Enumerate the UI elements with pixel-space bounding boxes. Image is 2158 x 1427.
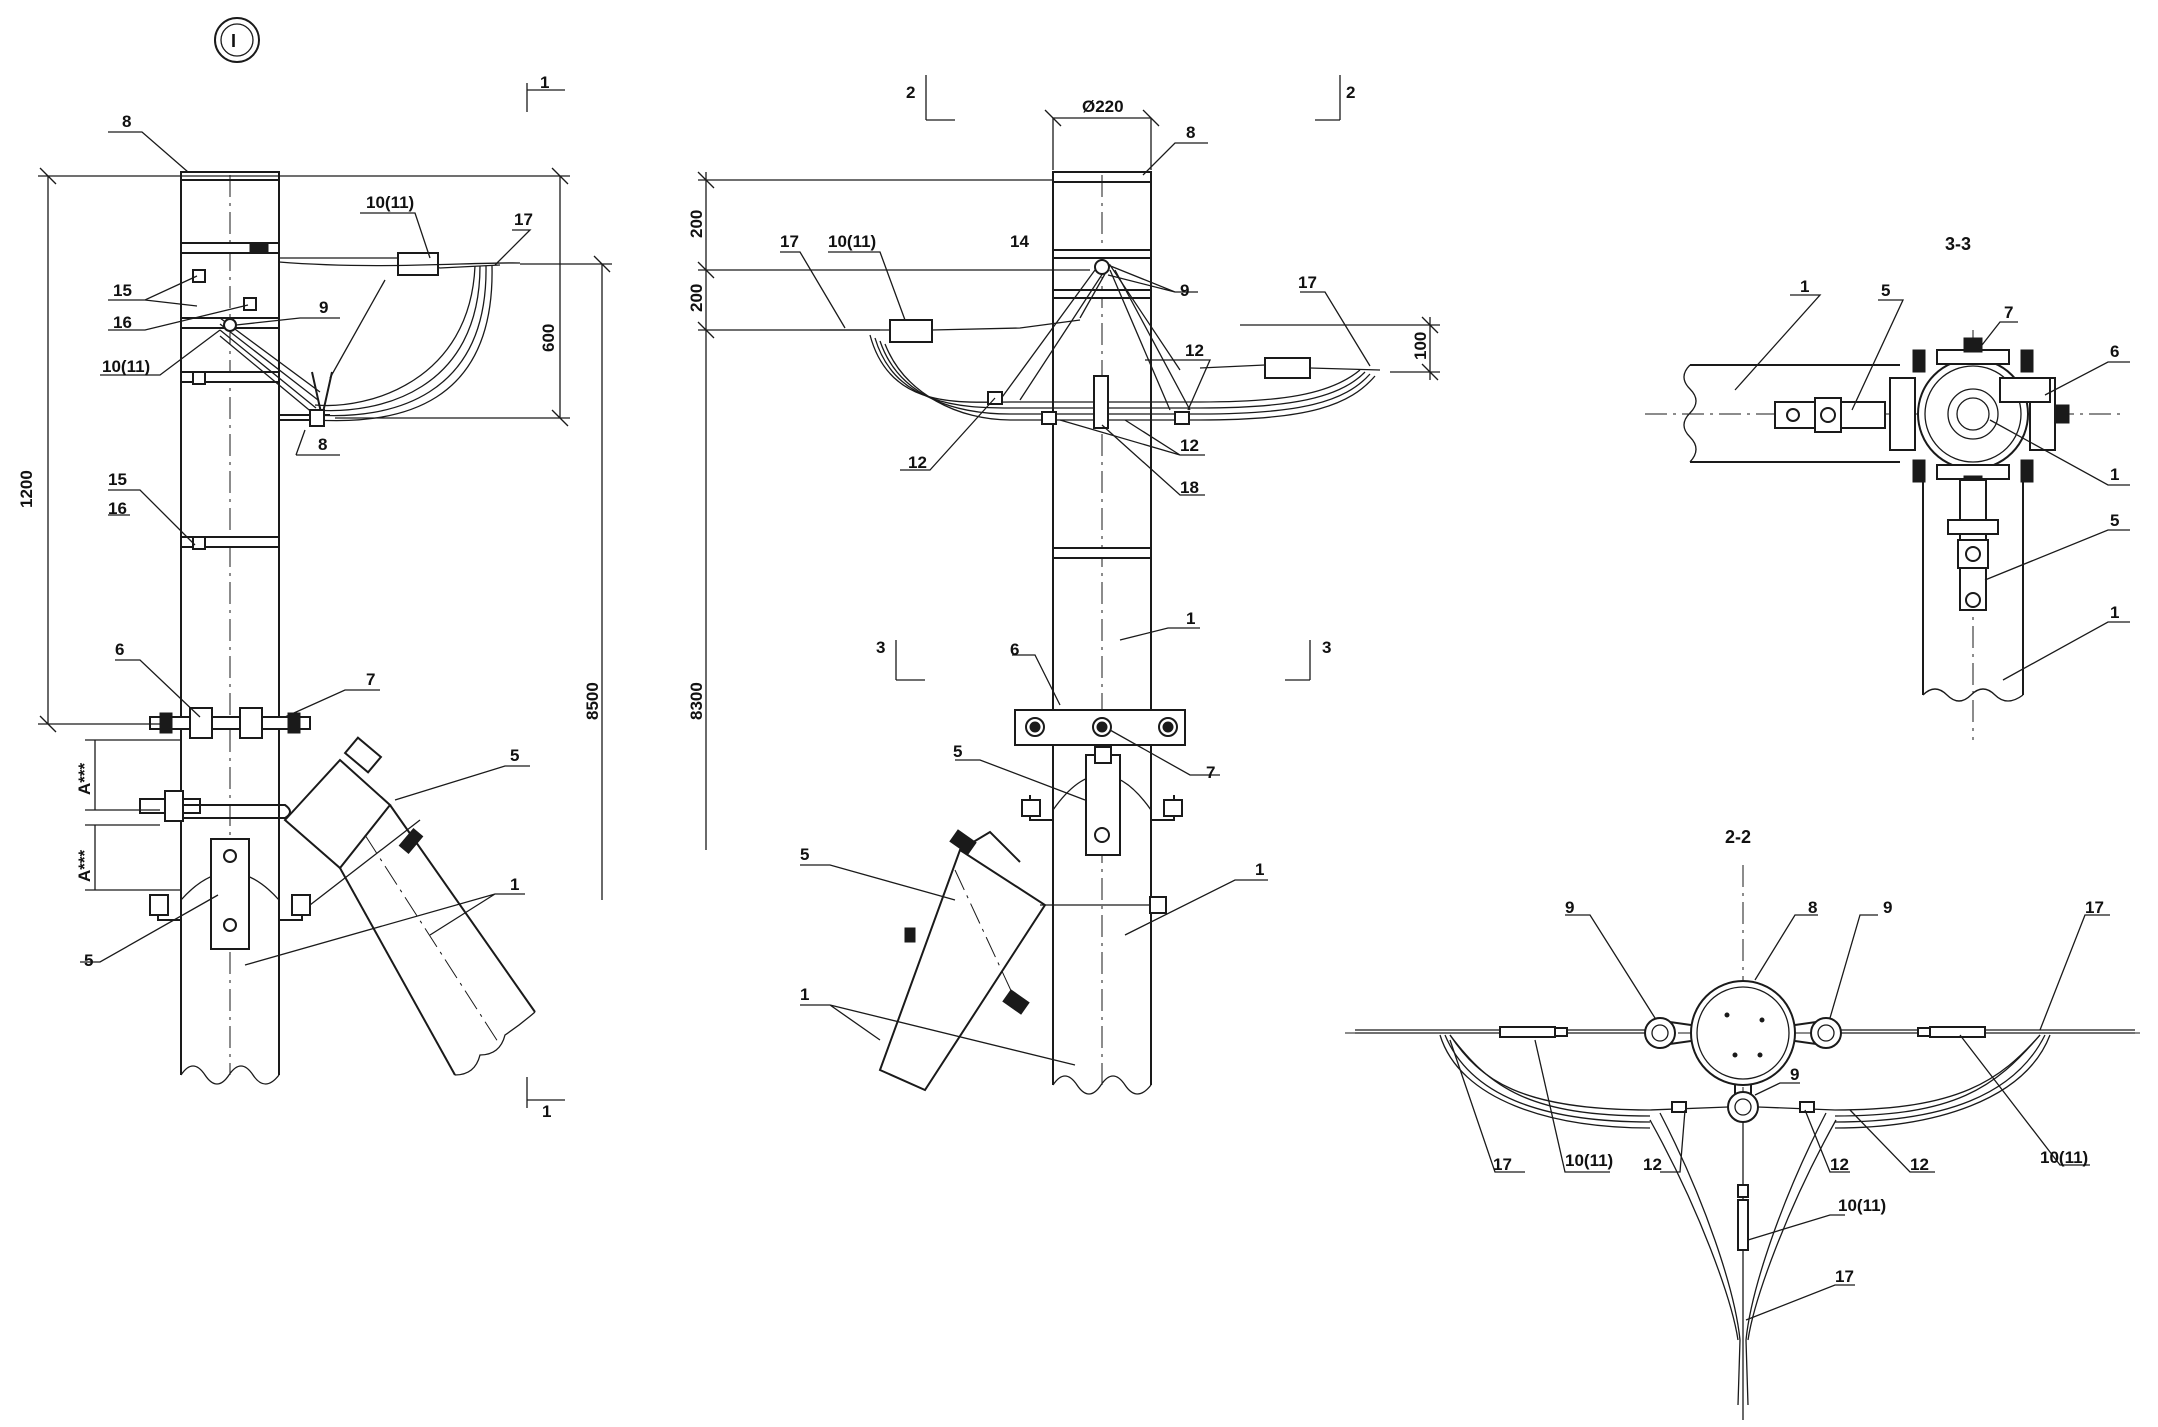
label-6-center: 6 xyxy=(1010,640,1019,659)
label-17-s22-right: 17 xyxy=(2085,898,2104,917)
label-12-s22-b: 12 xyxy=(1830,1155,1849,1174)
label-8-s22: 8 xyxy=(1808,898,1817,917)
label-7-s33: 7 xyxy=(2004,303,2013,322)
cut-mark-2-left: 2 xyxy=(906,83,915,102)
view-marker-label: I xyxy=(231,31,236,51)
section-2-2: 2-2 xyxy=(1345,827,2140,1420)
label-9-a: 9 xyxy=(319,298,328,317)
label-17-s22-left: 17 xyxy=(1493,1155,1512,1174)
label-12-c: 12 xyxy=(1180,436,1199,455)
label-6-s33: 6 xyxy=(2110,342,2119,361)
cut-mark-2-right: 2 xyxy=(1346,83,1355,102)
dim-dia-220: Ø220 xyxy=(1082,97,1124,116)
section-title-2-2: 2-2 xyxy=(1725,827,1751,847)
label-16-b: 16 xyxy=(108,499,127,518)
label-9-s22-bottom: 9 xyxy=(1790,1065,1799,1084)
cut-mark-3-left: 3 xyxy=(876,638,885,657)
label-1-s33-b: 1 xyxy=(2110,465,2119,484)
label-9-center: 9 xyxy=(1180,281,1189,300)
label-10-11-s22-right: 10(11) xyxy=(2040,1148,2088,1167)
label-8-center: 8 xyxy=(1186,123,1195,142)
label-14: 14 xyxy=(1010,232,1029,251)
label-10-11-a: 10(11) xyxy=(366,193,414,212)
label-15-a: 15 xyxy=(113,281,132,300)
label-5-s33-b: 5 xyxy=(2110,511,2119,530)
label-8-top: 8 xyxy=(122,112,131,131)
cut-mark-1-bottom: 1 xyxy=(542,1102,551,1121)
label-8-b: 8 xyxy=(318,435,327,454)
label-12-a: 12 xyxy=(1185,341,1204,360)
label-17-center-left: 17 xyxy=(780,232,799,251)
label-5-center-b: 5 xyxy=(800,845,809,864)
label-17-s22-bottom: 17 xyxy=(1835,1267,1854,1286)
section-3-3: 3-3 xyxy=(1645,234,2130,740)
label-12-b: 12 xyxy=(908,453,927,472)
label-9-s22-left: 9 xyxy=(1565,898,1574,917)
dim-600: 600 xyxy=(539,324,558,352)
label-12-s22-c: 12 xyxy=(1910,1155,1929,1174)
label-17-a: 17 xyxy=(514,210,533,229)
dim-100: 100 xyxy=(1411,332,1430,360)
label-9-s22-right: 9 xyxy=(1883,898,1892,917)
label-12-s22-a: 12 xyxy=(1643,1155,1662,1174)
label-1-s33-a: 1 xyxy=(1800,277,1809,296)
label-7-a: 7 xyxy=(366,670,375,689)
label-1-center-c: 1 xyxy=(800,985,809,1004)
label-1-a: 1 xyxy=(510,875,519,894)
label-15-b: 15 xyxy=(108,470,127,489)
label-1-s33-c: 1 xyxy=(2110,603,2119,622)
label-5-s33-a: 5 xyxy=(1881,281,1890,300)
label-6-a: 6 xyxy=(115,640,124,659)
label-1-center-b: 1 xyxy=(1255,860,1264,879)
label-10-11-center: 10(11) xyxy=(828,232,876,251)
label-5-a: 5 xyxy=(510,746,519,765)
label-10-11-s22-left: 10(11) xyxy=(1565,1151,1613,1170)
dim-a-upper: A*** xyxy=(75,762,94,795)
label-1-center-a: 1 xyxy=(1186,609,1195,628)
cut-mark-1-top: 1 xyxy=(540,73,549,92)
cut-mark-3-right: 3 xyxy=(1322,638,1331,657)
label-10-11-s22-bottom: 10(11) xyxy=(1838,1196,1886,1215)
section-title-3-3: 3-3 xyxy=(1945,234,1971,254)
label-16-a: 16 xyxy=(113,313,132,332)
label-5-center-a: 5 xyxy=(953,742,962,761)
label-17-center-right: 17 xyxy=(1298,273,1317,292)
view-left: I xyxy=(17,17,612,1121)
view-center: Ø220 200 200 8300 100 2 2 3 3 8 17 10(11… xyxy=(687,75,1440,1095)
label-5-b: 5 xyxy=(84,951,93,970)
view-marker xyxy=(214,17,260,63)
dim-200-b: 200 xyxy=(687,284,706,312)
label-18: 18 xyxy=(1180,478,1199,497)
label-10-11-b: 10(11) xyxy=(102,357,150,376)
dim-a-lower: A*** xyxy=(75,849,94,882)
dim-8500: 8500 xyxy=(583,682,602,720)
dim-200-a: 200 xyxy=(687,210,706,238)
dim-8300: 8300 xyxy=(687,682,706,720)
label-7-center: 7 xyxy=(1206,763,1215,782)
dim-1200: 1200 xyxy=(17,470,36,508)
